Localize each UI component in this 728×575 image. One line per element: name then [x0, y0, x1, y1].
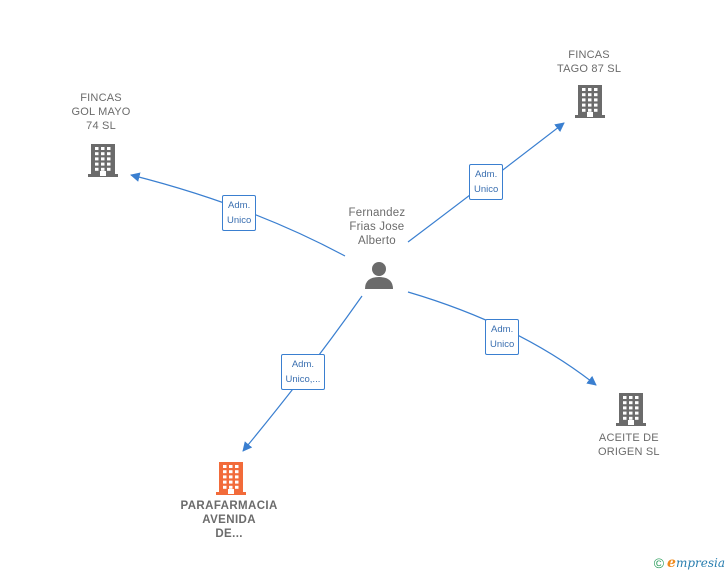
- footer-brand: © empresia: [654, 555, 725, 571]
- copyright-icon: ©: [653, 555, 665, 571]
- company-name-parafarmacia-avenida[interactable]: PARAFARMACIA AVENIDA DE...: [180, 500, 278, 540]
- empresia-logo[interactable]: empresia: [667, 555, 725, 571]
- building-icon[interactable]: [615, 391, 647, 432]
- company-name-fincas-tago[interactable]: FINCAS TAGO 87 SL: [557, 49, 622, 75]
- edge-label-aceite-de-origen[interactable]: Adm. Unico: [485, 319, 520, 355]
- building-icon[interactable]: [215, 460, 247, 501]
- person-icon[interactable]: [364, 260, 394, 295]
- building-icon[interactable]: [87, 142, 119, 183]
- edge-label-parafarmacia-avenida[interactable]: Adm. Unico,...: [280, 354, 326, 390]
- company-name-fincas-gol-mayo[interactable]: FINCAS GOL MAYO 74 SL: [71, 92, 131, 132]
- edge-label-fincas-gol-mayo[interactable]: Adm. Unico: [222, 195, 257, 231]
- company-name-aceite-de-origen[interactable]: ACEITE DE ORIGEN SL: [598, 432, 660, 458]
- edge-label-fincas-tago[interactable]: Adm. Unico: [469, 164, 504, 200]
- building-icon[interactable]: [574, 83, 606, 124]
- person-name[interactable]: Fernandez Frias Jose Alberto: [348, 207, 406, 247]
